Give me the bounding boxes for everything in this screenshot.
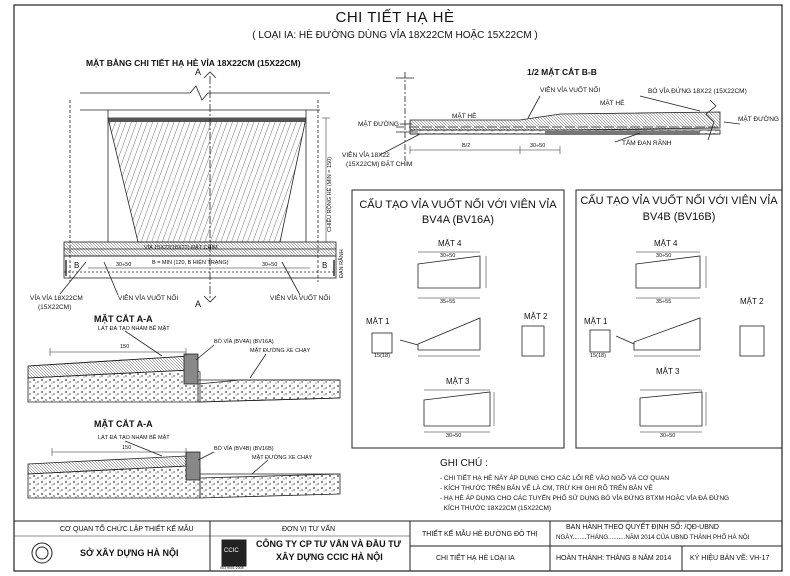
plan-drain-label: ĐAN RÃNH [339,249,345,278]
box-a-face-1: MẶT 1 [366,317,390,326]
plan-transition-right: VIÊN VỈA VUỐT NỐI [270,295,331,302]
aa1-heading: MẶT CẮT A-A [94,314,153,324]
bb-sidewalk: MẶT HÈ [600,100,625,107]
box-b-face-3: MẶT 3 [656,367,680,376]
plan-view [59,71,337,303]
title-block-frame [14,520,782,571]
aa2-heading: MẶT CẮT A-A [94,419,153,429]
box-a-dim-top: 30÷50 [440,253,456,259]
bb-gutter: TẤM ĐAN RÃNH [622,140,672,147]
bb-road-right: MẶT ĐƯỜNG [738,116,779,123]
plan-width-vertical: CHIỀU RỘNG HÈ (MIN = 150) [327,156,333,232]
bb-road-left: MẶT ĐƯỜNG [358,121,399,128]
bb-curb-upright: BÓ VỈA ĐỨNG 18X22 (15X22CM) [648,88,747,95]
ccic-logo: CCIC [224,548,239,554]
box-b-dim-small: 15(18) [590,353,606,359]
tb-agency-label: CƠ QUAN TỔ CHỨC LẬP THIẾT KẾ MẪU [60,526,194,533]
box-a-title-2: BV4A (BV16A) [421,214,495,226]
tb-completed: HOÀN THÀNH: THÁNG 8 NĂM 2014 [556,555,672,562]
box-b-dim-top: 30÷50 [656,253,672,259]
box-b-face-2: MẶT 2 [740,297,764,306]
tb-design-label: THIẾT KẾ MẪU HÈ ĐƯỜNG ĐÔ THỊ [422,531,538,538]
page-subtitle: ( LOẠI IA: HÈ ĐƯỜNG DÙNG VỈA 18X22CM HOẶ… [252,30,538,41]
section-aa-2-view [27,440,341,499]
box-a-dim-small: 15(18) [374,353,390,359]
bb-sidewalk-2: MẶT HÈ [452,113,477,120]
iso-mark: ISO 9001:2008 [220,566,244,570]
tb-issued-1: BAN HÀNH THEO QUYẾT ĐỊNH SỐ: /QĐ-UBND [566,524,719,531]
box-b-title-1: CẤU TẠO VỈA VUỐT NỐI VỚI VIÊN VỈA [580,195,778,207]
bb-sunken: VIÊN VỈA 18X22 [342,152,390,159]
tb-issued-2: NGÀY........THÁNG..........NĂM 2014 CỦA … [556,534,750,541]
note-item: - HẠ HÈ ÁP DỤNG CHO CÁC TUYẾN PHỐ SỬ DỤN… [440,495,730,502]
tb-drawing-name: CHI TIẾT HẠ HÈ LOẠI IA [436,555,515,562]
box-a-face-3: MẶT 3 [446,377,470,386]
box-a-frame [351,189,565,449]
plan-curb-strip: VỈA 15X22(18X22) ĐẶT CHÌM [144,245,218,251]
notes-heading: GHI CHÚ : [440,458,488,469]
plan-cut-left: B [74,261,80,270]
plan-dim-left: 30÷50 [116,262,132,268]
plan-section-a-bottom: A [195,299,202,309]
plan-dim-right: 30÷50 [262,262,278,268]
aa1-top-note: LÁT ĐÁ TẠO NHÁM BỀ MẶT [98,326,170,332]
bb-transition: VIÊN VỈA VUỐT NỐI [540,87,601,94]
bb-half-b: B/2 [462,143,471,149]
box-b-face-1: MẶT 1 [584,317,608,326]
plan-width-label: B = MIN (120, B HIỆN TRẠNG) [152,260,229,266]
page-title: CHI TIẾT HẠ HÈ [335,9,455,26]
plan-transition-left: VIÊN VỈA VUỐT NỐI [118,295,179,302]
tb-consultant-name-2: XÂY DỰNG CCIC HÀ NỘI [276,552,383,562]
box-b-dim-bottom: 35÷55 [656,299,672,305]
aa1-road: MẶT ĐƯỜNG XE CHẠY [250,348,311,354]
note-item: - KÍCH THƯỚC TRÊN BẢN VẼ LÀ CM, TRỪ KHI … [440,485,653,492]
plan-curb-left-sub: (15X22CM) [38,304,72,311]
section-bb-view [379,72,741,160]
tb-agency-name: SỞ XÂY DỰNG HÀ NỘI [80,548,179,558]
aa1-dim: 150 [120,344,130,350]
note-item: KÍCH THƯỚC 18X22CM (15X22CM) [440,505,552,512]
box-a-title-1: CẤU TẠO VỈA VUỐT NỐI VỚI VIÊN VỈA [359,199,557,211]
plan-section-a-top: A [195,67,202,77]
box-b-dim-mid: 30÷50 [660,433,676,439]
tb-consultant-name-1: CÔNG TY CP TƯ VẤN VÀ ĐẦU TƯ [256,539,402,549]
aa2-road: MẶT ĐƯỜNG XE CHẠY [252,455,313,461]
bb-heading: 1/2 MẶT CẮT B-B [527,67,597,77]
aa2-dim: 150 [122,445,132,451]
box-b-face-4: MẶT 4 [654,239,678,248]
box-a-dim-mid: 30÷50 [446,433,462,439]
tb-consultant-label: ĐƠN VỊ TƯ VẤN [282,526,336,533]
plan-curb-left: VỈA VỈA 18X22CM [30,295,83,302]
tb-sheet: KÝ HIỆU BẢN VẼ: VH-17 [690,555,770,562]
plan-heading: MẶT BẰNG CHI TIẾT HẠ HÈ VỈA 18X22CM (15X… [86,58,301,68]
aa2-top-note: LÁT ĐÁ TẠO NHÁM BỀ MẶT [98,435,170,441]
note-item: - CHI TIẾT HẠ HÈ NÀY ÁP DỤNG CHO CÁC LỐI… [440,475,670,482]
box-b-frame [575,189,783,449]
box-a-dim-bottom: 35÷55 [440,299,456,305]
aa2-curb: BÓ VỈA (BV4B) (BV16B) [214,446,274,452]
box-b-title-2: BV4B (BV16B) [642,211,716,223]
section-aa-1-view [27,330,341,403]
bb-sunken-sub: (15X22CM) ĐẶT CHÌM [346,161,413,168]
box-a-face-2: MẶT 2 [524,312,548,321]
plan-cut-right: B [322,261,328,270]
aa1-curb: BÓ VỈA (BV4A) (BV16A) [214,339,274,345]
bb-dim: 30÷50 [530,143,546,149]
box-a-face-4: MẶT 4 [438,239,462,248]
